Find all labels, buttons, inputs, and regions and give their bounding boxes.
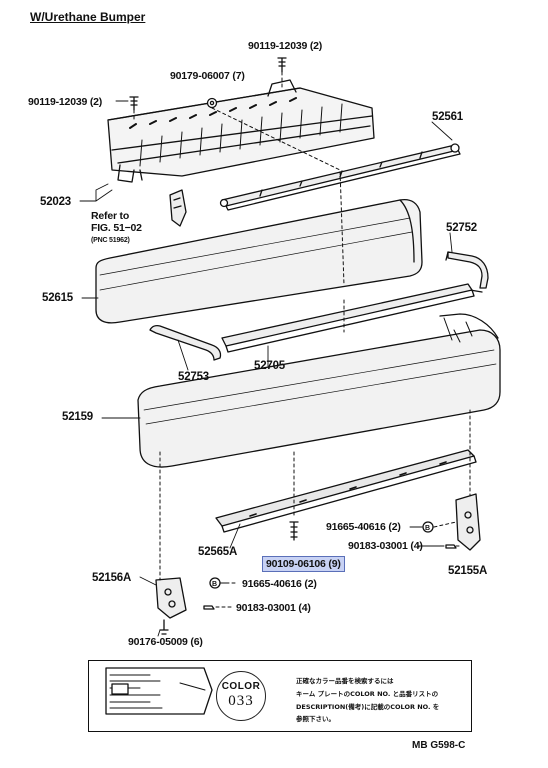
upper-cover-part — [95, 198, 423, 324]
color-note-line-3: DESCRIPTION(備考)に記載のCOLOR NO. を — [296, 703, 440, 711]
svg-text:B: B — [212, 581, 217, 588]
label-side-molding[interactable]: 52752 — [446, 222, 477, 234]
label-bolt-bottom[interactable]: 90176-05009 (6) — [128, 636, 203, 648]
lower-cover-part — [137, 313, 501, 468]
label-retainer-left[interactable]: 52156A — [92, 572, 132, 584]
label-bolt-top[interactable]: 90119-12039 (2) — [248, 40, 323, 52]
label-nut-left[interactable]: 90183-03001 (4) — [236, 602, 311, 614]
lower-extension-part — [215, 449, 477, 533]
label-clip-right[interactable]: 91665-40616 (2) — [326, 521, 401, 533]
diagram-code: MB G598-C — [412, 740, 466, 751]
color-note-line-4: 参照下さい。 — [296, 715, 335, 723]
upper-molding-part — [219, 143, 461, 211]
center-lines — [133, 71, 471, 608]
label-lower-extension[interactable]: 52565A — [198, 546, 238, 558]
color-badge-number: 033 — [228, 693, 254, 709]
key-plate-illustration — [105, 667, 213, 715]
color-note-panel — [88, 660, 472, 732]
label-bolt-left[interactable]: 90119-12039 (2) — [28, 96, 103, 108]
label-molding-left[interactable]: 52753 — [178, 371, 209, 383]
label-refer-fig[interactable]: FIG. 51−02 — [91, 222, 142, 234]
label-refer-pnc: (PNC 51962) — [91, 237, 130, 244]
bracket-part — [169, 189, 187, 227]
label-reinforcement[interactable]: 52023 — [40, 196, 71, 208]
label-nut-right[interactable]: 90183-03001 (4) — [348, 540, 423, 552]
color-note-line-1: 正確なカラー品番を検索するには — [296, 677, 394, 685]
leader-lines — [79, 100, 453, 637]
left-molding-part — [149, 324, 222, 361]
color-note-line-2: キーム プレートのCOLOR NO. と品番リストの — [296, 690, 439, 698]
reinforcement-part — [107, 79, 375, 183]
label-nut-top[interactable]: 90179-06007 (7) — [170, 70, 245, 82]
color-badge: COLOR 033 — [216, 671, 266, 721]
fasteners: B B — [129, 57, 457, 610]
label-refer-line1: Refer to — [91, 210, 130, 222]
left-retainer-part — [155, 577, 187, 635]
label-retainer-right[interactable]: 52155A — [448, 565, 488, 577]
label-upper-cover[interactable]: 52615 — [42, 292, 73, 304]
label-molding-upper[interactable]: 52561 — [432, 111, 463, 123]
color-badge-word: COLOR — [221, 681, 261, 692]
label-screw-mid-highlighted[interactable]: 90109-06106 (9) — [262, 556, 345, 572]
svg-text:B: B — [425, 525, 430, 532]
label-clip-left[interactable]: 91665-40616 (2) — [242, 578, 317, 590]
label-lower-cover[interactable]: 52159 — [62, 411, 93, 423]
diagram-title: W/Urethane Bumper — [30, 10, 146, 24]
mid-molding-part — [221, 283, 475, 353]
right-retainer-part — [455, 493, 481, 551]
label-molding-mid[interactable]: 52705 — [254, 360, 285, 372]
